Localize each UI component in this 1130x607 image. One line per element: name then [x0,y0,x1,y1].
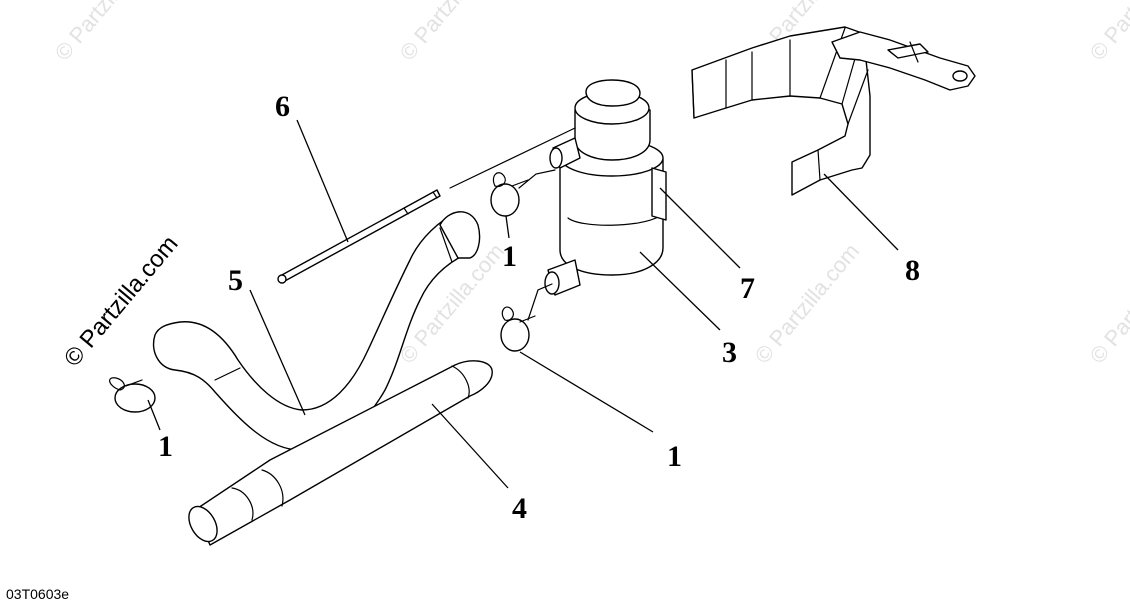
clamp-right [500,283,553,352]
straight-hose-part [188,360,493,546]
clamp-left [109,377,156,413]
callout-5: 5 [228,264,243,297]
bracket-part [691,26,976,196]
canister-part [544,79,667,296]
callout-8: 8 [905,254,920,287]
watermark: © Partzilla.com [395,0,509,65]
watermark: © Partzilla.com [1085,0,1130,65]
callout-1-right: 1 [667,440,682,473]
watermark: © Partzilla.com [50,0,164,65]
clamp-top [490,169,556,217]
callout-1-left: 1 [158,430,173,463]
leader-lines [147,119,899,489]
rod-part [277,127,576,284]
callout-3: 3 [722,336,737,369]
callout-7: 7 [740,272,755,305]
watermark: © Partzilla.com [750,239,864,369]
drawing-code: 03T0603e [6,586,69,602]
curved-hose-part [152,211,481,451]
callout-6: 6 [275,90,290,123]
callout-1-top: 1 [502,240,517,273]
watermark: © Partzilla.com [1085,239,1130,369]
callout-4: 4 [512,492,527,525]
